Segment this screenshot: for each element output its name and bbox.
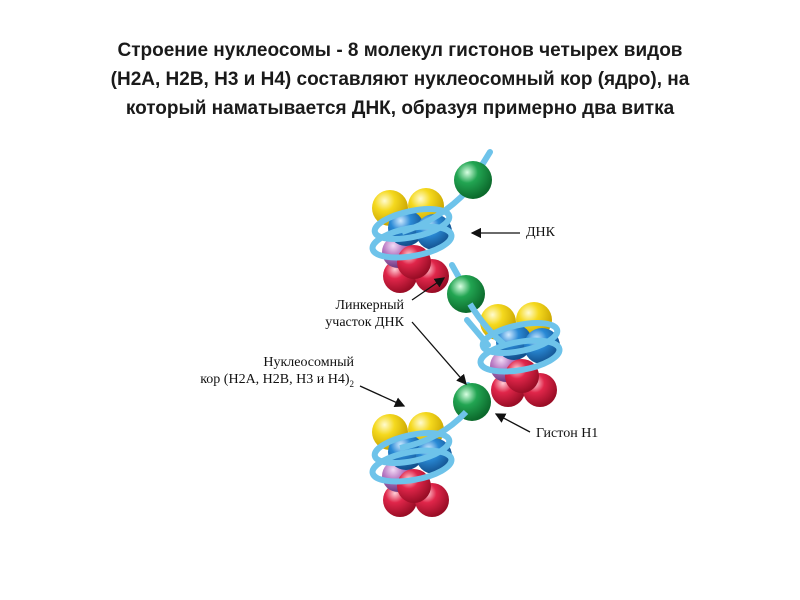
- label-dna: ДНК: [526, 225, 555, 240]
- nucleosome-1: [370, 188, 454, 293]
- label-core-line2: кор (H2A, H2B, H3 и H4)2: [150, 372, 354, 392]
- nucleosome-2: [478, 302, 562, 407]
- core-label-subscript: 2: [349, 378, 355, 389]
- title-line-2: (H2A, H2B, H3 и H4) составляют нуклеосом…: [110, 69, 690, 90]
- core-label-text: кор (H2A, H2B, H3 и H4): [200, 372, 350, 387]
- title-line-3: который наматывается ДНК, образуя пример…: [125, 98, 675, 119]
- label-linker-line2: участок ДНК: [325, 315, 404, 330]
- slide-title: Строение нуклеосомы - 8 молекул гистонов…: [40, 36, 760, 123]
- histone-h1-ball-1: [454, 161, 492, 199]
- nucleosome-3: [370, 412, 454, 517]
- label-linker-line1: Линкерный: [335, 298, 404, 313]
- histone-h1-ball-2: [447, 275, 485, 313]
- title-line-1: Строение нуклеосомы - 8 молекул гистонов…: [117, 40, 683, 61]
- label-histone-h1: Гистон H1: [536, 426, 599, 441]
- label-core-line1: Нуклеосомный: [263, 355, 354, 370]
